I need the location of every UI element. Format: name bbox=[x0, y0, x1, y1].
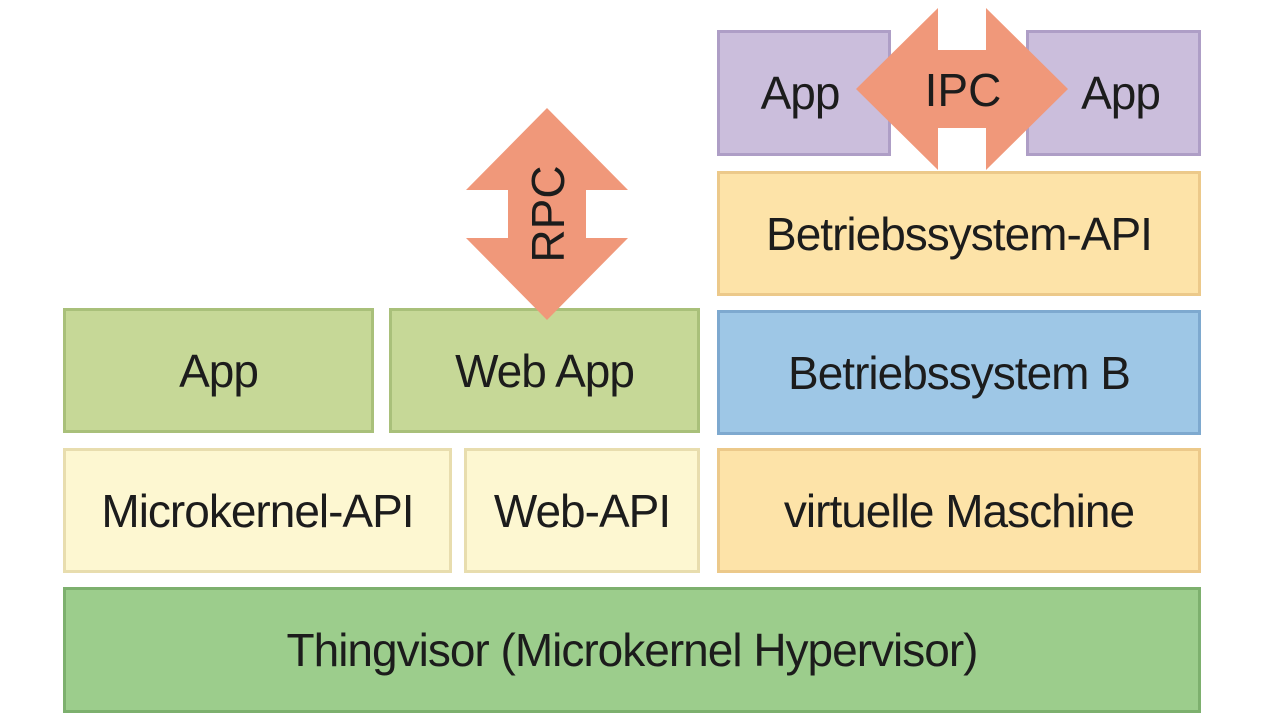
microkernel-api-label: Microkernel-API bbox=[101, 484, 414, 537]
microkernel-api-layer: Microkernel-API bbox=[63, 448, 452, 573]
os-b-label: Betriebssystem B bbox=[788, 346, 1131, 399]
hypervisor-layer: Thingvisor (Microkernel Hypervisor) bbox=[63, 587, 1201, 713]
app-top-left-label: App bbox=[760, 67, 841, 119]
ipc-label: IPC bbox=[924, 64, 1002, 116]
virtual-machine-layer: virtuelle Maschine bbox=[717, 448, 1201, 573]
app-left-box: App bbox=[63, 308, 374, 433]
ipc-arrow-icon bbox=[856, 8, 1068, 170]
os-api-label: Betriebssystem-API bbox=[766, 207, 1153, 260]
web-api-label: Web-API bbox=[493, 484, 671, 537]
os-b-box: Betriebssystem B bbox=[717, 310, 1201, 435]
os-api-box: Betriebssystem-API bbox=[717, 171, 1201, 296]
web-app-label: Web App bbox=[455, 344, 635, 397]
app-left-label: App bbox=[179, 344, 259, 397]
hypervisor-label: Thingvisor (Microkernel Hypervisor) bbox=[286, 624, 979, 676]
virtual-machine-label: virtuelle Maschine bbox=[783, 484, 1135, 537]
web-app-box: Web App bbox=[389, 308, 700, 433]
app-top-right-label: App bbox=[1081, 67, 1161, 119]
rpc-label: RPC bbox=[522, 165, 574, 263]
app-top-right-box: App bbox=[1026, 30, 1201, 156]
rpc-arrow-icon bbox=[466, 108, 628, 320]
web-api-layer: Web-API bbox=[464, 448, 700, 573]
